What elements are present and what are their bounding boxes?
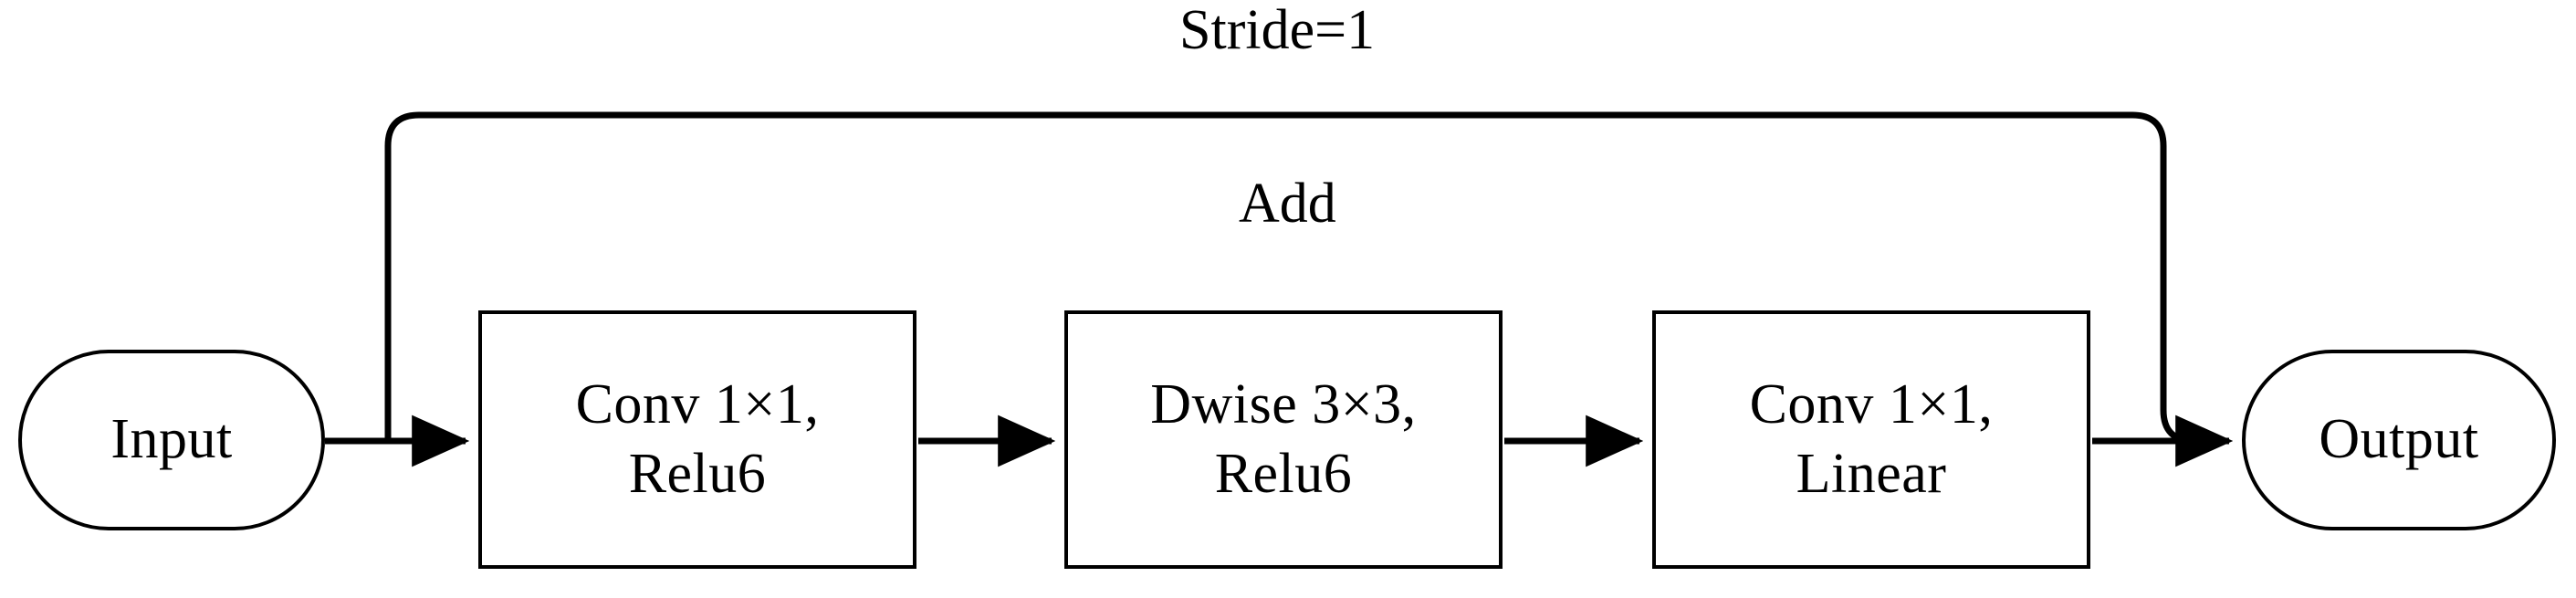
node-conv-1x1-relu6[interactable]: Conv 1×1, Relu6 — [478, 310, 916, 569]
node-conv-1x1-linear[interactable]: Conv 1×1, Linear — [1652, 310, 2090, 569]
node-dwise-3x3-relu6[interactable]: Dwise 3×3, Relu6 — [1064, 310, 1503, 569]
node-conv-1x1-relu6-label: Conv 1×1, Relu6 — [575, 372, 820, 505]
node-conv-1x1-linear-label: Conv 1×1, Linear — [1749, 372, 1994, 505]
node-input[interactable]: Input — [18, 350, 325, 530]
stride-label: Stride=1 — [1179, 0, 1376, 61]
node-dwise-3x3-relu6-label: Dwise 3×3, Relu6 — [1150, 372, 1417, 505]
node-output-label: Output — [2319, 408, 2479, 471]
node-output[interactable]: Output — [2242, 350, 2556, 530]
node-input-label: Input — [110, 408, 233, 471]
add-label: Add — [1239, 173, 1336, 235]
